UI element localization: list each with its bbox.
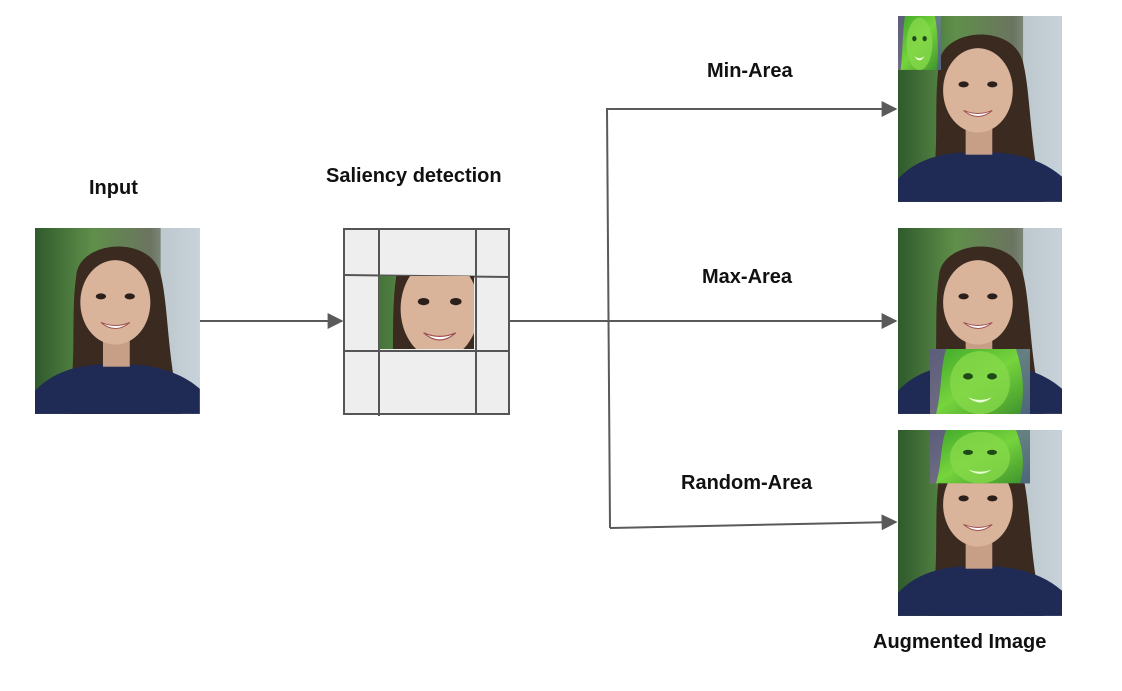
- min-area-patch: [898, 16, 941, 70]
- min-area-label: Min-Area: [707, 60, 793, 82]
- random-area-patch: [930, 430, 1030, 484]
- branch-line: [606, 107, 611, 529]
- arrow-to-random-area: [609, 514, 898, 531]
- augmented-image-label: Augmented Image: [873, 631, 1047, 653]
- max-area-label: Max-Area: [702, 266, 793, 288]
- input-image: [35, 228, 200, 414]
- max-area-image: [898, 228, 1062, 414]
- min-area-image: [898, 16, 1062, 202]
- input-label: Input: [89, 177, 138, 199]
- saliency-detection-label: Saliency detection: [326, 165, 502, 187]
- saliency-grid: [343, 228, 510, 416]
- max-area-patch: [930, 349, 1030, 414]
- random-area-image: [898, 430, 1062, 616]
- random-area-label: Random-Area: [681, 472, 813, 494]
